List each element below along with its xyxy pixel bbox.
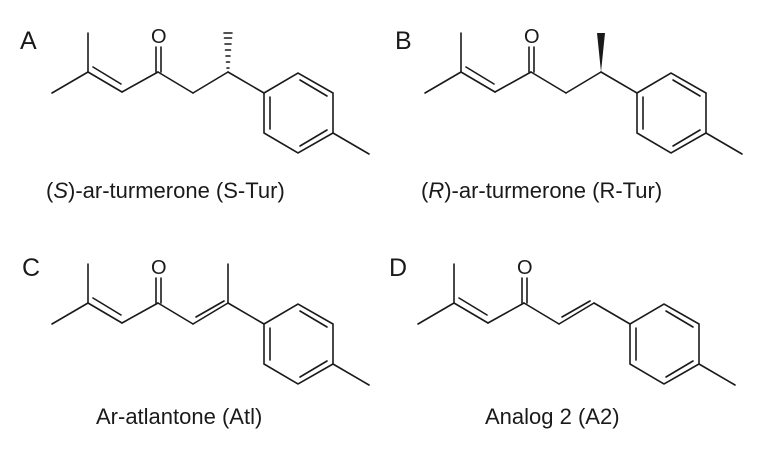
panel-label: A bbox=[20, 27, 37, 55]
panel-a: A O (S)-ar-turmerone (S-Tur) bbox=[20, 26, 370, 203]
molecule-s-turmerone bbox=[51, 32, 370, 155]
hashed-wedge-bond bbox=[223, 32, 233, 69]
molecule-r-turmerone bbox=[424, 32, 743, 155]
panel-label: B bbox=[395, 27, 412, 55]
panel-b: B O (R)-ar-turmerone (R-Tur) bbox=[395, 26, 743, 203]
panel-label: C bbox=[22, 254, 40, 282]
oxygen-atom: O bbox=[524, 26, 540, 48]
compound-caption: (S)-ar-turmerone (S-Tur) bbox=[46, 178, 285, 203]
panel-label: D bbox=[389, 254, 407, 282]
panel-d: D O Analog 2 (A2) bbox=[389, 254, 736, 429]
compound-caption: Ar-atlantone (Atl) bbox=[96, 404, 262, 429]
oxygen-atom: O bbox=[151, 257, 167, 279]
panel-c: C O Ar-atlantone (Atl) bbox=[22, 254, 370, 429]
oxygen-atom: O bbox=[517, 257, 533, 279]
compound-caption: Analog 2 (A2) bbox=[485, 404, 620, 429]
molecule-ar-atlantone bbox=[51, 263, 370, 386]
molecule-analog-2 bbox=[417, 263, 736, 386]
solid-wedge-bond bbox=[597, 33, 605, 72]
compound-caption: (R)-ar-turmerone (R-Tur) bbox=[421, 178, 662, 203]
oxygen-atom: O bbox=[151, 26, 167, 48]
